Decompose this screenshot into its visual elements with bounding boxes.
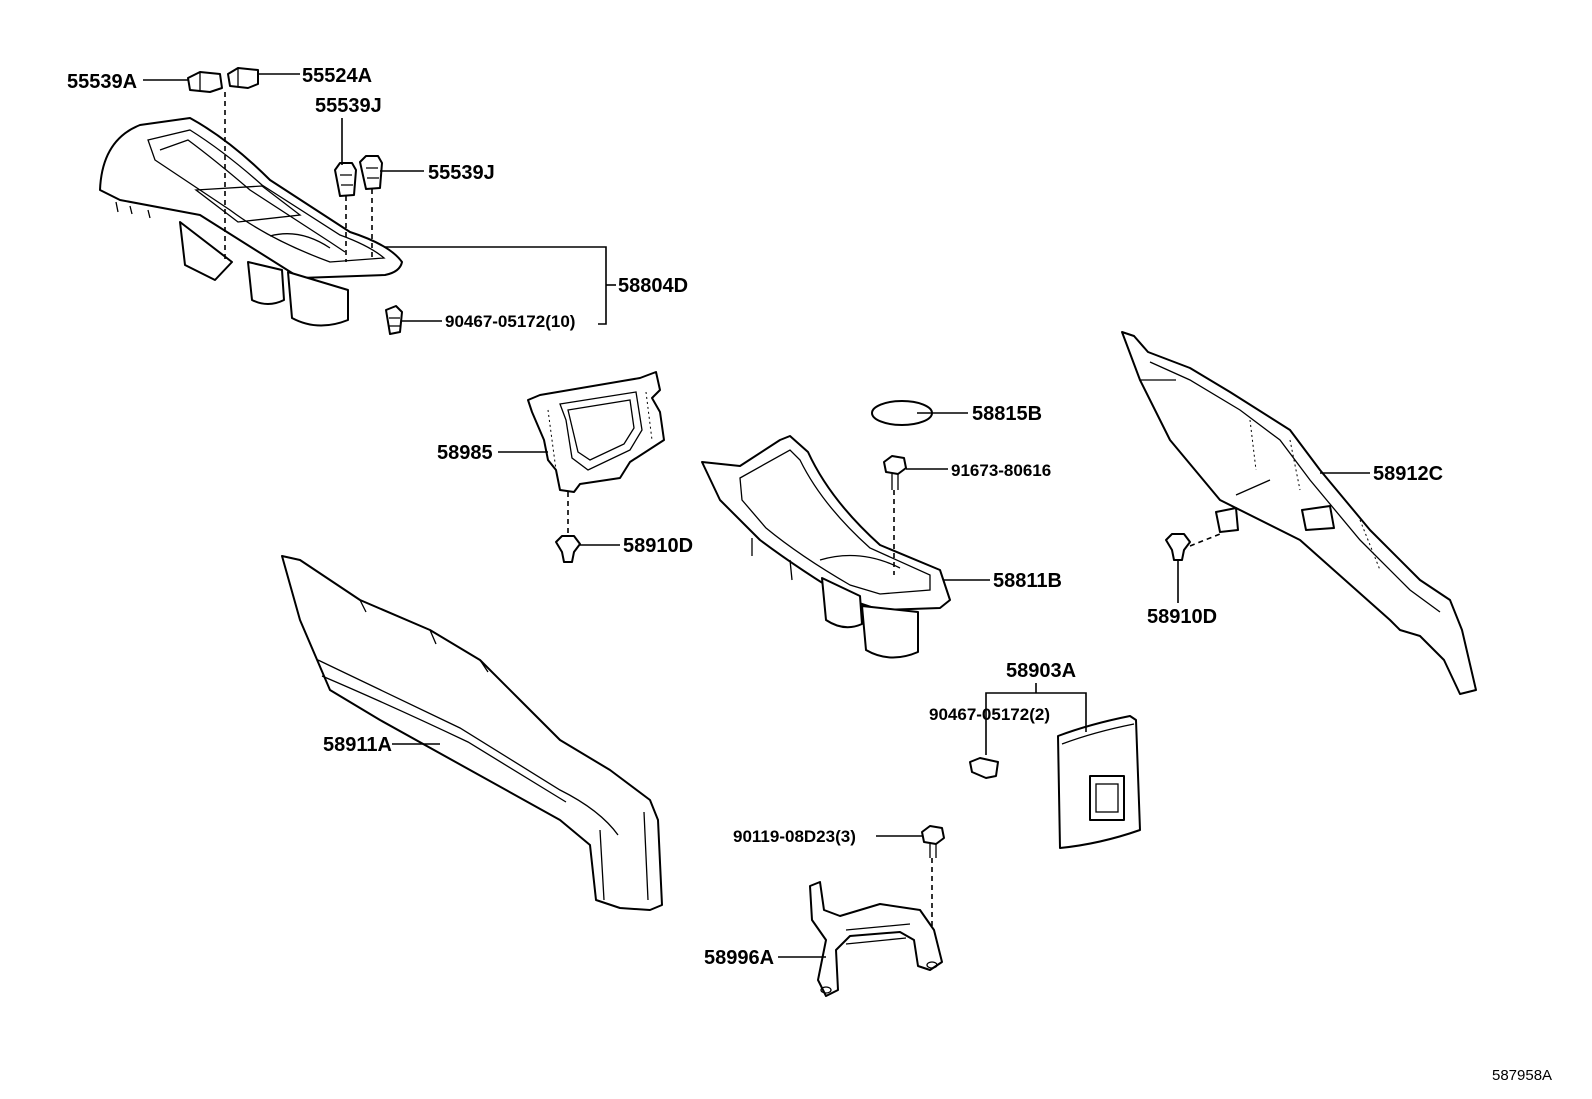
clip-58910D-mid-drawing [555, 535, 581, 563]
side-panel-58912C-drawing [1121, 331, 1477, 695]
diagram-reference-number: 587958A [1492, 1067, 1552, 1084]
label-58911A: 58911A [323, 734, 392, 756]
label-58903A: 58903A [1006, 660, 1076, 682]
label-58996A: 58996A [704, 947, 774, 969]
bracket-58985-drawing [527, 371, 665, 493]
label-58910D-mid: 58910D [623, 535, 693, 557]
clip-55539J-left-drawing [334, 162, 357, 197]
label-58804D: 58804D [618, 275, 688, 297]
label-90467-05172-10: 90467-05172(10) [445, 312, 575, 331]
side-panel-58911A-drawing [281, 555, 663, 911]
label-58910D-right: 58910D [1147, 606, 1217, 628]
label-58912C: 58912C [1373, 463, 1443, 485]
label-58815B: 58815B [972, 403, 1042, 425]
label-91673-80616: 91673-80616 [951, 461, 1051, 480]
bolt-90119-drawing [921, 825, 945, 858]
label-58985: 58985 [437, 442, 493, 464]
clip-55524A-drawing [227, 67, 259, 89]
bezel-58903A-drawing [1057, 715, 1141, 849]
label-90119-08D23-3: 90119-08D23(3) [733, 827, 856, 846]
label-55539J-top: 55539J [315, 95, 382, 117]
clip-90467-10-drawing [385, 305, 403, 335]
label-55539J-right: 55539J [428, 162, 495, 184]
label-55539A: 55539A [67, 71, 137, 93]
bracket-58996A-drawing [809, 881, 943, 997]
lower-console-58811B-drawing [701, 435, 951, 659]
clip-55539A-drawing [187, 71, 223, 93]
label-90467-05172-2: 90467-05172(2) [929, 705, 1050, 724]
clip-55539J-right-drawing [359, 155, 383, 190]
upper-console-panel-drawing [99, 117, 403, 327]
label-55524A: 55524A [302, 65, 372, 87]
label-58811B: 58811B [993, 570, 1062, 592]
clip-58910D-right-drawing [1165, 533, 1191, 561]
clip-90467-2-drawing [969, 757, 999, 779]
bolt-91673-drawing [883, 455, 907, 490]
